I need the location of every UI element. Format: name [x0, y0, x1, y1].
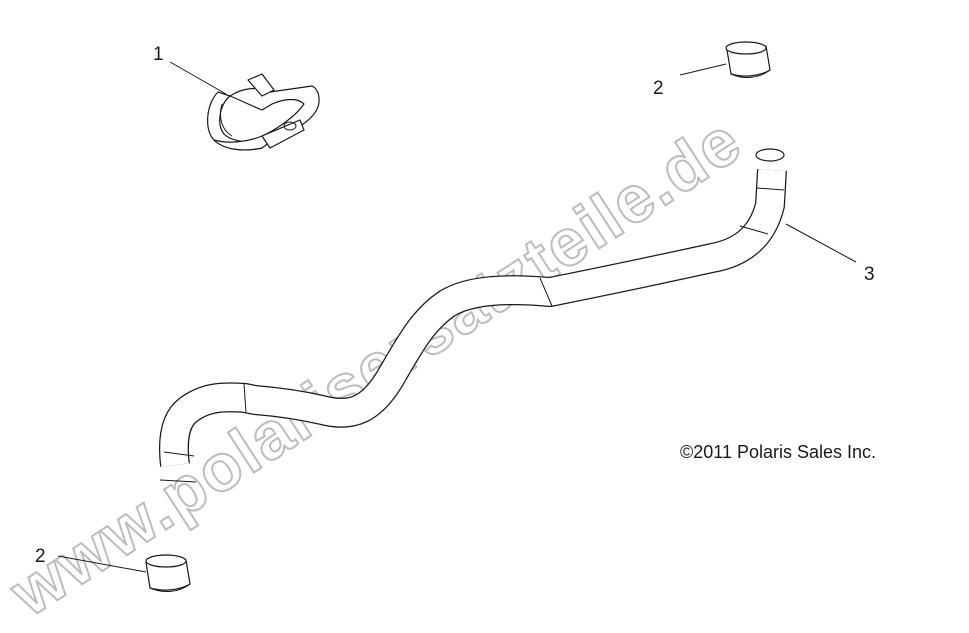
- callout-leader-2-bottom: [57, 555, 147, 573]
- callout-label-3: 3: [864, 264, 875, 285]
- callout-label-2-top: 2: [653, 78, 664, 99]
- hose-part: [158, 148, 787, 483]
- watermark-text: www.polarisersatzteile.de: [0, 102, 754, 630]
- copyright-notice: ©2011 Polaris Sales Inc.: [680, 442, 876, 462]
- callout-leader-3: [785, 223, 857, 263]
- sleeve-bottom-part: [145, 554, 191, 592]
- callout-leader-2-top: [679, 63, 727, 76]
- sleeve-top-part: [725, 41, 771, 78]
- callout-label-1: 1: [153, 44, 164, 65]
- callout-leader-1: [169, 61, 227, 95]
- callout-label-2-bottom: 2: [35, 546, 46, 567]
- clamp-part: [207, 73, 320, 151]
